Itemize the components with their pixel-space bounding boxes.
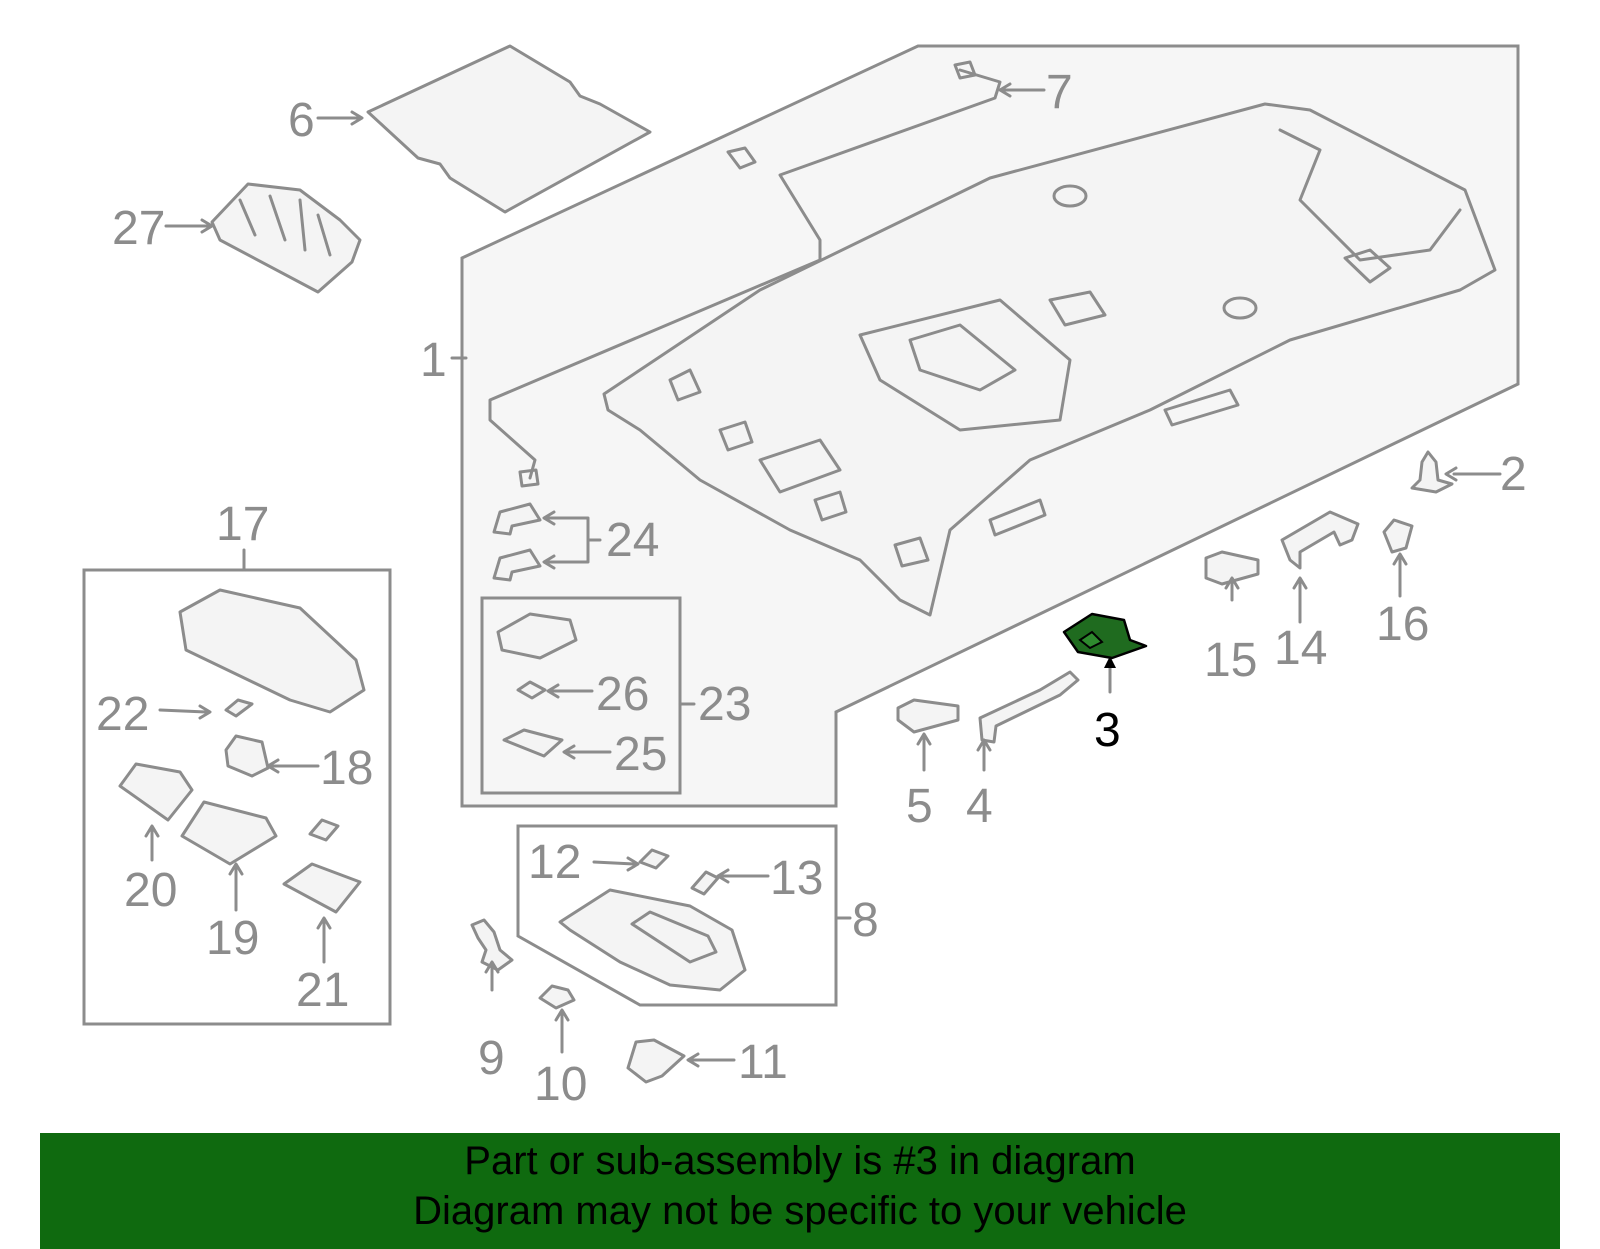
callout-23: 23 <box>698 678 751 731</box>
callout-22: 22 <box>96 688 149 741</box>
callout-11: 11 <box>738 1036 788 1089</box>
part-4-bracket <box>978 670 1080 744</box>
part-6-pad <box>366 44 652 214</box>
callout-12: 12 <box>528 836 581 889</box>
callout-20: 20 <box>124 864 177 917</box>
parts-diagram: 1 2 3 4 5 6 7 8 9 10 11 12 13 14 15 16 1… <box>82 44 1527 1111</box>
callout-2: 2 <box>1500 448 1527 501</box>
headliner <box>602 102 1497 617</box>
callout-10: 10 <box>534 1058 587 1111</box>
callout-27: 27 <box>112 202 165 255</box>
banner-disclaimer: Diagram may not be specific to your vehi… <box>413 1189 1187 1233</box>
part-3-highlighted <box>1062 612 1148 660</box>
callout-7: 7 <box>1046 66 1073 119</box>
callout-15: 15 <box>1204 634 1257 687</box>
callout-21: 21 <box>296 964 349 1017</box>
part-27-lamp <box>210 182 362 294</box>
callout-8: 8 <box>852 894 879 947</box>
callout-24: 24 <box>606 514 659 567</box>
group-17-box <box>82 568 392 1026</box>
callout-25: 25 <box>614 728 667 781</box>
callout-4: 4 <box>966 780 993 833</box>
part-16-clip <box>1382 518 1414 554</box>
callout-19: 19 <box>206 912 259 965</box>
callout-26: 26 <box>596 668 649 721</box>
callout-5: 5 <box>906 780 933 833</box>
part-10-clip <box>538 984 576 1010</box>
callout-6: 6 <box>288 94 315 147</box>
wire-harness <box>488 68 1002 480</box>
part-5-clip <box>896 698 960 734</box>
part-24-clips <box>492 502 542 536</box>
info-banner: Part or sub-assembly is #3 in diagram Di… <box>40 1133 1560 1249</box>
callout-16: 16 <box>1376 598 1429 651</box>
part-9-screw <box>470 918 514 972</box>
callout-1: 1 <box>420 334 447 387</box>
part-2-clip <box>1410 450 1454 494</box>
leader-lines <box>144 82 1502 1068</box>
part-11-trim <box>626 1038 686 1084</box>
banner-part-note: Part or sub-assembly is #3 in diagram <box>464 1139 1136 1183</box>
callout-14: 14 <box>1274 622 1327 675</box>
callout-3: 3 <box>1094 704 1121 757</box>
group-8-box <box>516 824 838 1007</box>
callout-17: 17 <box>216 498 269 551</box>
callout-18: 18 <box>320 742 373 795</box>
part-15-clip <box>1204 550 1260 586</box>
part-14-handle <box>1280 510 1360 570</box>
sun-visor <box>558 888 747 992</box>
callout-9: 9 <box>478 1032 505 1085</box>
callout-13: 13 <box>770 852 823 905</box>
group-23-box <box>480 596 682 795</box>
